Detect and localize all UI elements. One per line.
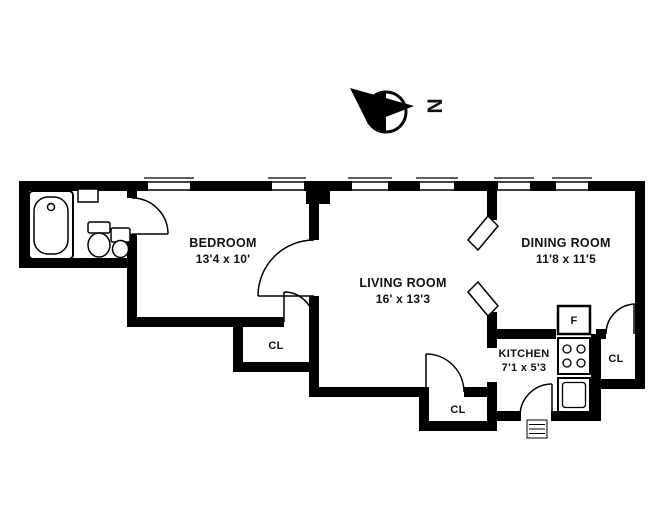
dining-closet-door-icon <box>605 303 637 335</box>
kitchen-appliances <box>556 304 592 413</box>
bedroom-label: BEDROOM <box>189 236 256 250</box>
window-icon <box>552 177 592 193</box>
bedroom-door-icon <box>257 239 315 297</box>
dining-closet-label: CL <box>608 353 623 365</box>
bathtub-icon <box>28 190 74 260</box>
kitchen-label: KITCHEN <box>499 348 550 360</box>
window-icon <box>416 177 458 193</box>
refrigerator-box <box>556 304 592 336</box>
walls <box>19 181 645 431</box>
window-icon <box>494 177 534 193</box>
north-label: N <box>422 98 445 113</box>
window-icon <box>268 177 306 193</box>
bedroom-closet-door-icon <box>283 291 315 323</box>
living-room-dims: 16' x 13'3 <box>376 292 431 306</box>
doors <box>131 197 637 417</box>
hall-closet-label: CL <box>450 404 465 416</box>
cased-opening-splays <box>466 214 500 318</box>
dining-room-label: DINING ROOM <box>521 236 610 250</box>
window-icon <box>348 177 392 193</box>
sink-icon <box>110 227 131 259</box>
kitchen-dims: 7'1 x 5'3 <box>502 362 547 374</box>
dining-room-dims: 11'8 x 11'5 <box>536 252 596 266</box>
shelf-icon <box>77 188 99 203</box>
refrigerator-label: F <box>570 315 577 327</box>
entry-threshold-icon <box>526 419 548 439</box>
entry-door-icon <box>519 383 553 417</box>
splay-jamb <box>466 214 500 252</box>
room-labels: BEDROOM 13'4 x 10' LIVING ROOM 16' x 13'… <box>189 236 623 416</box>
bedroom-closet-label: CL <box>268 340 283 352</box>
windows <box>144 177 592 193</box>
kitchen-sink-icon <box>557 377 591 413</box>
hall-closet-door-icon <box>425 353 465 393</box>
bathroom-fixtures <box>28 188 131 260</box>
bathroom-door-icon <box>131 197 169 235</box>
toilet-icon <box>87 221 111 258</box>
window-icon <box>144 177 194 193</box>
north-arrow-icon: N <box>350 88 445 134</box>
living-room-label: LIVING ROOM <box>359 276 446 290</box>
bedroom-dims: 13'4 x 10' <box>196 252 250 266</box>
wall-pillar <box>306 184 330 204</box>
splay-jamb <box>466 280 500 318</box>
outer-wall <box>19 181 645 431</box>
stove-icon <box>557 337 591 375</box>
